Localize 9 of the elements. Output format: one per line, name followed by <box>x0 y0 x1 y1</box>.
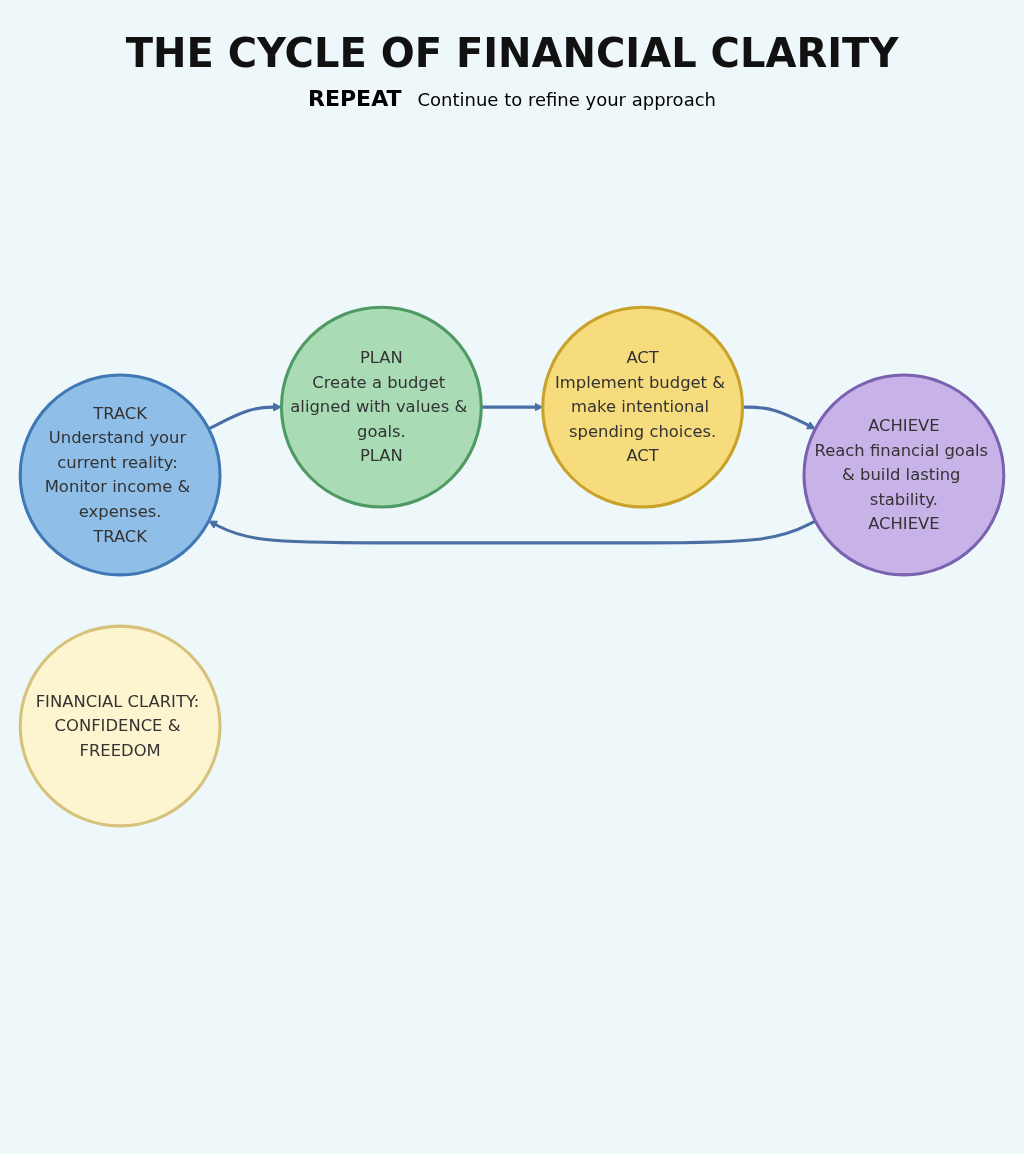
node-circle: FINANCIAL CLARITY: CONFIDENCE & FREEDOM <box>18 625 222 828</box>
node-circle: PLAN Create a budget aligned with values & goals. PLAN <box>279 306 483 509</box>
title: THE CYCLE OF FINANCIAL CLARITY <box>124 30 900 76</box>
node-circle: ACHIEVE Reach financial goals & build lasting stability. ACHIEVE <box>802 374 1006 577</box>
node-circle: TRACK Understand your current reality: Monitor income & expenses. TRACK <box>18 374 222 577</box>
step-description: Continue to refine your approach <box>417 89 716 110</box>
arrow <box>208 520 816 545</box>
step-heading: REPEAT <box>308 86 402 111</box>
node-circle: ACT Implement budget & make intentional spending choices. ACT <box>541 306 745 509</box>
